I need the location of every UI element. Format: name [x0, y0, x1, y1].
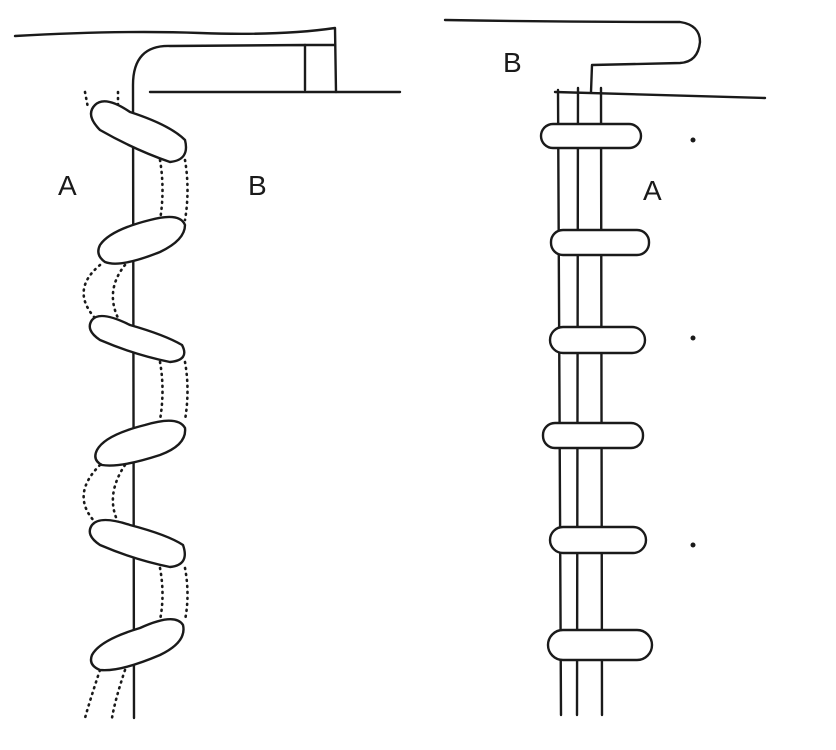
right-figure: B A: [443, 18, 767, 717]
right-label-b: B: [503, 47, 522, 78]
left-stitch-2: [97, 215, 187, 265]
right-vertical-line-1: [556, 88, 563, 717]
right-stitch-4: [541, 421, 645, 450]
left-hidden-thread: [82, 90, 189, 720]
right-dot-3: [690, 542, 696, 548]
left-label-b: B: [248, 170, 267, 201]
right-top-fabric-fold: [443, 18, 702, 94]
left-stitch-3: [88, 314, 186, 364]
right-stitch-2: [549, 228, 651, 257]
right-stitch-3: [548, 325, 647, 355]
right-dot-2: [690, 335, 696, 341]
right-dot-1: [690, 137, 696, 143]
right-bottom-fabric-line: [553, 90, 767, 100]
left-stitch-4: [94, 419, 187, 467]
left-top-fabric-line: [13, 26, 338, 94]
left-stitch-6: [89, 618, 185, 672]
right-stitch-5: [548, 525, 648, 555]
left-stitch-1: [89, 100, 188, 164]
right-label-a: A: [643, 175, 662, 206]
right-vertical-line-3: [599, 86, 604, 717]
right-vertical-line-2: [575, 86, 580, 717]
left-stitch-5: [88, 518, 187, 569]
right-stitch-6: [546, 628, 654, 662]
left-figure: A B: [13, 26, 402, 720]
left-folded-edge: [131, 43, 307, 720]
right-stitch-1: [539, 122, 643, 150]
left-label-a: A: [58, 170, 77, 201]
